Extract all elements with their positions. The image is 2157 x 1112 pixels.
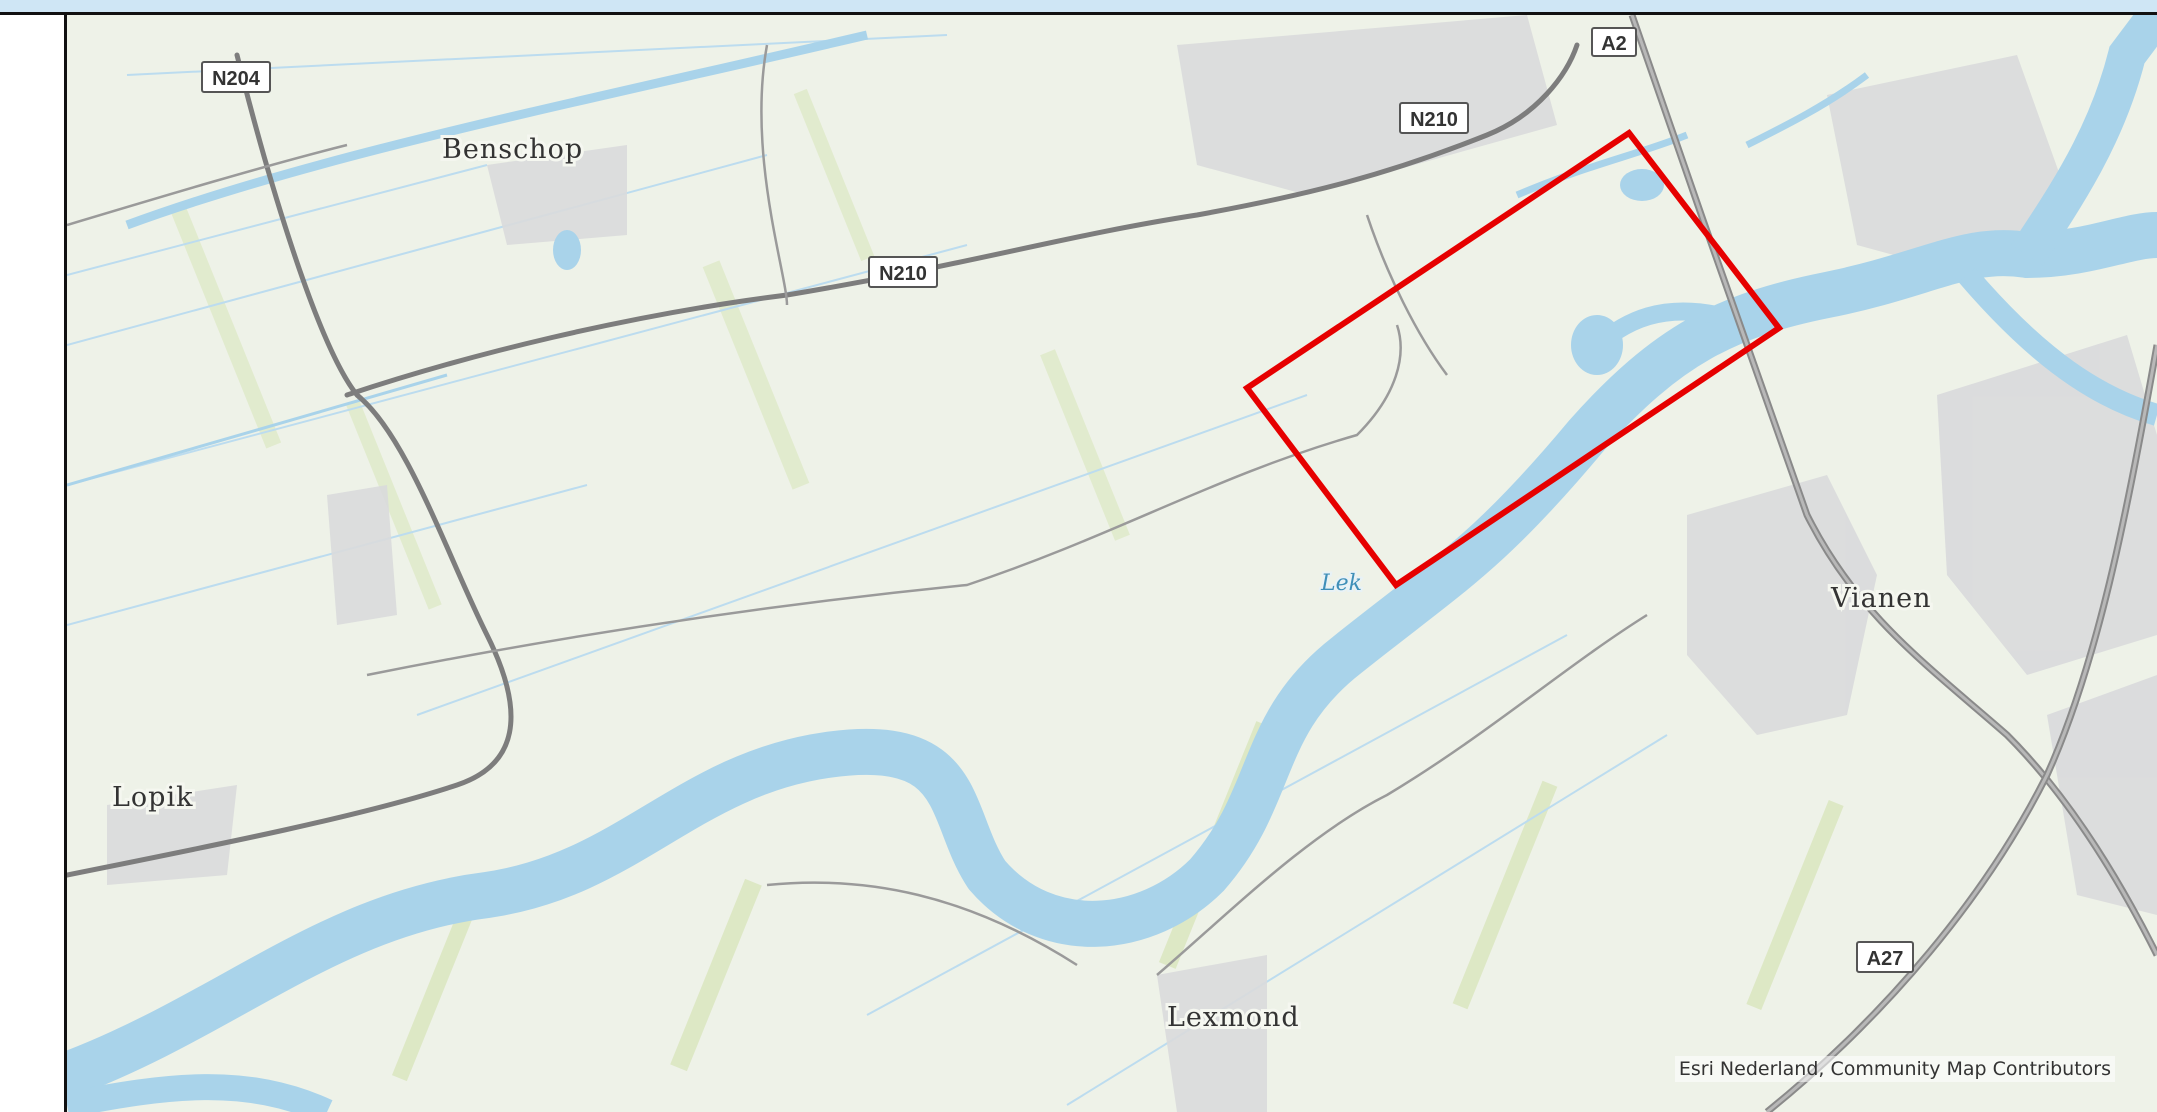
- road-shield-a2: A2: [1591, 27, 1637, 57]
- place-label-benschop: Benschop: [442, 134, 583, 165]
- road-shield-a27: A27: [1856, 941, 1914, 973]
- road-shield-n210-north: N210: [1399, 102, 1469, 134]
- place-label-vianen: Vianen: [1830, 583, 1932, 614]
- east-urban: [1937, 335, 2157, 675]
- map-canvas[interactable]: N204 N210 N210 A2 A27 Benschop Lopik Via…: [67, 15, 2157, 1112]
- river-lek: [67, 15, 2157, 1112]
- road-n210: [344, 42, 1580, 398]
- southeast-urban: [2047, 675, 2157, 915]
- map-attribution: Esri Nederland, Community Map Contributo…: [1674, 1056, 2115, 1082]
- top-strip: [0, 0, 2157, 15]
- lexmond-urban: [1157, 955, 1267, 1112]
- north-urban: [1827, 55, 2067, 275]
- ijsselstein-urban: [1177, 15, 1557, 195]
- svg-text:N210: N210: [1410, 109, 1458, 131]
- water-label-lek: Lek: [1320, 571, 1362, 596]
- provincial-roads: [67, 42, 1580, 878]
- place-label-lexmond: Lexmond: [1167, 1002, 1300, 1033]
- svg-text:N204: N204: [212, 68, 261, 90]
- local-roads: [67, 44, 1648, 976]
- road-shield-n210-center: N210: [868, 256, 938, 288]
- canals: [67, 30, 1870, 487]
- map-view[interactable]: N204 N210 N210 A2 A27 Benschop Lopik Via…: [67, 15, 2157, 1112]
- road-n204: [67, 52, 514, 878]
- svg-text:A2: A2: [1601, 33, 1627, 55]
- svg-text:N210: N210: [879, 263, 927, 285]
- village-urban: [327, 485, 397, 625]
- motorways: [1628, 15, 2157, 1112]
- highlight-area-rectangle: [1242, 128, 1784, 590]
- road-shield-n204: N204: [201, 61, 271, 93]
- left-gutter: [0, 15, 67, 1112]
- place-label-lopik: Lopik: [112, 782, 193, 813]
- svg-text:A27: A27: [1867, 948, 1904, 970]
- benschop-urban: [487, 145, 627, 245]
- vianen-south-urban: [1687, 475, 1877, 735]
- lakes: [553, 169, 1664, 375]
